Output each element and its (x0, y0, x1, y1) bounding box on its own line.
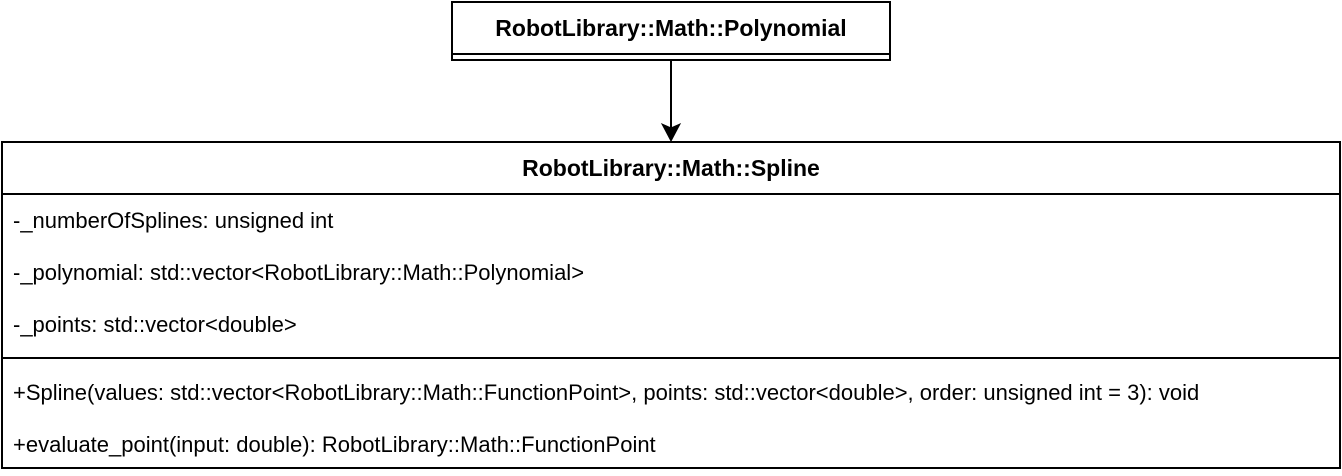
attribute-points: -_points: std::vector<double> (13, 312, 297, 337)
attributes-section: -_numberOfSplines: unsigned int -_polyno… (3, 195, 1339, 359)
class-box-polynomial[interactable]: RobotLibrary::Math::Polynomial (451, 1, 891, 61)
attribute-polynomial: -_polynomial: std::vector<RobotLibrary::… (13, 260, 585, 285)
class-name-spline: RobotLibrary::Math::Spline (3, 143, 1339, 195)
arrow-head (660, 122, 682, 143)
class-box-spline[interactable]: RobotLibrary::Math::Spline -_numberOfSpl… (1, 141, 1341, 469)
operations-section: +Spline(values: std::vector<RobotLibrary… (3, 359, 1339, 471)
class-name-polynomial: RobotLibrary::Math::Polynomial (453, 3, 889, 55)
attribute-number-of-splines: -_numberOfSplines: unsigned int (13, 208, 334, 233)
operation-spline-constructor: +Spline(values: std::vector<RobotLibrary… (13, 380, 1200, 405)
operation-evaluate-point: +evaluate_point(input: double): RobotLib… (13, 432, 656, 457)
